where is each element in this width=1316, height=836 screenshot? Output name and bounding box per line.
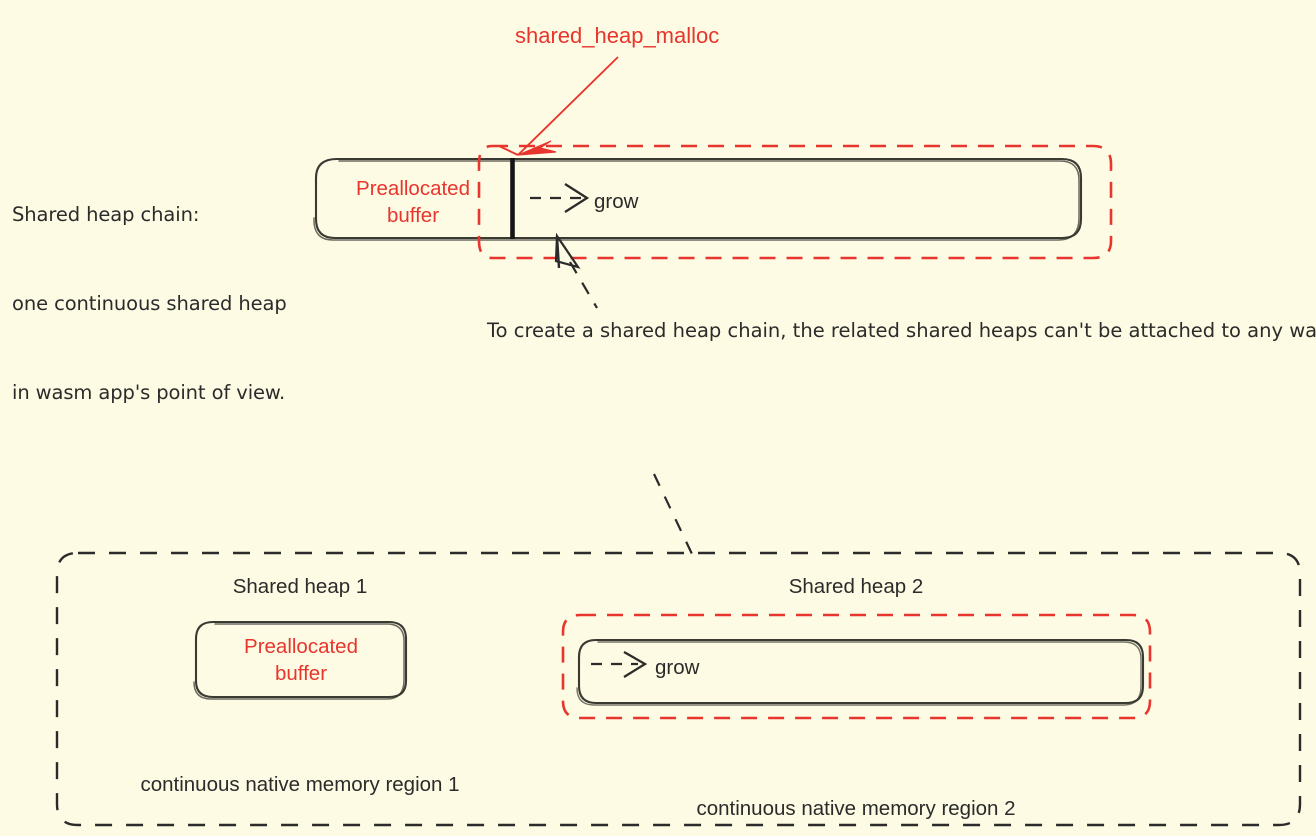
chain-note-arrow-icon: [554, 232, 598, 309]
apps-to-container-leader-icon: [653, 473, 693, 555]
shared-heap-malloc-label: shared_heap_malloc: [515, 23, 720, 48]
shared-heap-2-title: Shared heap 2: [788, 575, 924, 598]
shared-heap-1-buffer-box: [193, 620, 408, 700]
native-memory-container-outline: [55, 551, 1302, 827]
shared-heap-2-growable-outline: [561, 613, 1152, 720]
grow-label-top: grow: [594, 190, 639, 213]
grow-arrow-top-icon: [530, 183, 590, 213]
region1-caption-line-1: continuous native memory region 1: [140, 773, 460, 797]
native-memory-region-2-caption: continuous native memory region 2 (WAMR …: [666, 740, 1046, 836]
chain-note-line-2: one continuous shared heap: [12, 292, 287, 316]
preallocated-buffer-label-bottom: Preallocated buffer: [244, 635, 358, 686]
preallocated-buffer-label-top: Preallocated buffer: [356, 177, 470, 228]
shared-heap-1-title: Shared heap 1: [232, 575, 368, 598]
shared-heap-2-bar: [576, 638, 1145, 706]
shared-heap-chain-note: Shared heap chain: one continuous shared…: [12, 141, 287, 467]
chain-note-line-3: in wasm app's point of view.: [12, 381, 286, 404]
grow-label-bottom: grow: [655, 656, 700, 679]
chain-note-line-1: Shared heap chain:: [12, 203, 200, 227]
malloc-callout-arrow-icon: [498, 56, 619, 156]
grow-arrow-bottom-icon: [591, 651, 648, 678]
shared-heap-chain-explanation: To create a shared heap chain, the relat…: [487, 319, 1316, 342]
wasm-view-heap-bar: [313, 157, 1083, 241]
region2-caption-line-1: continuous native memory region 2: [696, 797, 1016, 821]
top-growable-region-outline: [477, 144, 1113, 260]
native-memory-region-1-caption: continuous native memory region 1 (from …: [110, 716, 490, 836]
